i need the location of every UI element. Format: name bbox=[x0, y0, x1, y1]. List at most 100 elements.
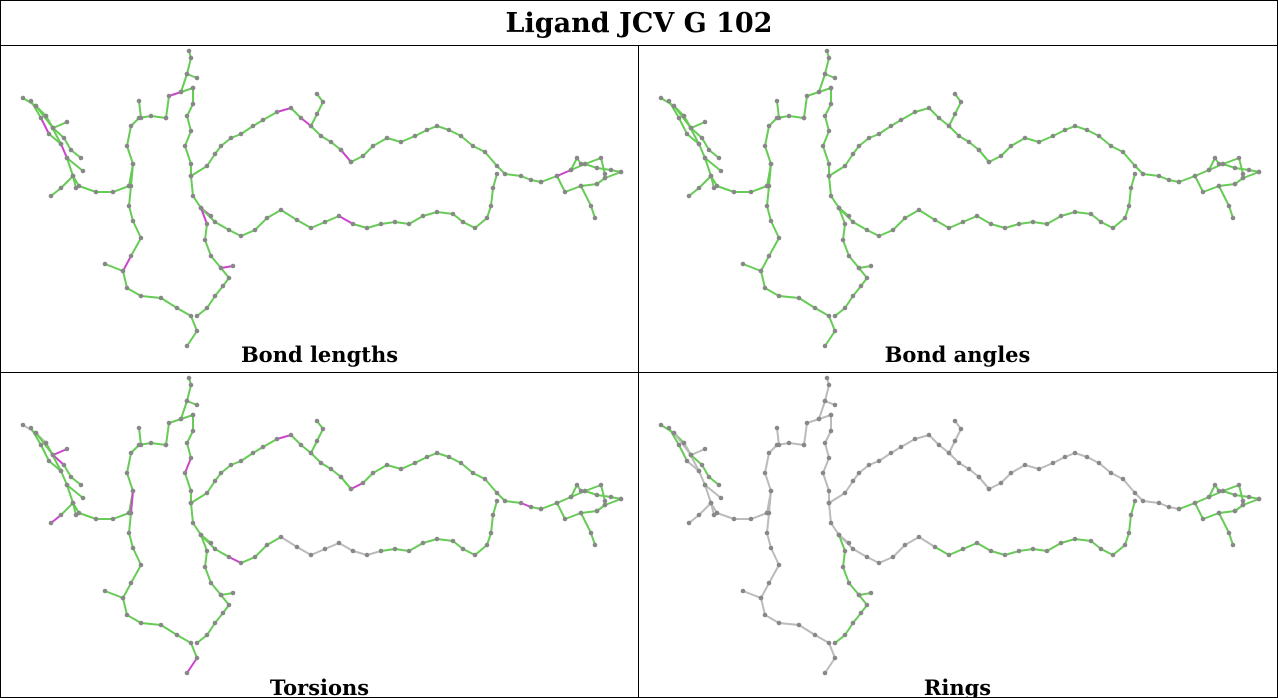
atom bbox=[602, 502, 608, 508]
atom bbox=[764, 203, 770, 209]
atom bbox=[46, 458, 52, 464]
bond bbox=[1004, 223, 1020, 229]
bond bbox=[788, 442, 805, 446]
atom bbox=[714, 183, 720, 189]
bond bbox=[126, 614, 142, 624]
atom bbox=[1236, 155, 1242, 161]
atom bbox=[856, 470, 862, 476]
bond bbox=[184, 130, 192, 147]
atom bbox=[488, 203, 494, 209]
atom bbox=[126, 530, 132, 536]
atom bbox=[952, 438, 958, 444]
atom bbox=[588, 203, 594, 209]
bond bbox=[830, 522, 840, 536]
bond bbox=[798, 624, 816, 636]
atom bbox=[850, 620, 856, 626]
bond bbox=[798, 297, 816, 309]
atom bbox=[966, 466, 972, 472]
atom bbox=[658, 422, 664, 428]
atom bbox=[190, 412, 196, 418]
bond bbox=[556, 169, 572, 177]
atom bbox=[832, 328, 838, 334]
bond bbox=[828, 315, 836, 332]
bond bbox=[1242, 171, 1260, 179]
atom bbox=[102, 261, 108, 267]
bond bbox=[844, 622, 854, 636]
atom bbox=[166, 420, 172, 426]
bond bbox=[776, 100, 780, 119]
atom bbox=[204, 305, 210, 311]
atom bbox=[762, 285, 768, 291]
bond bbox=[1060, 211, 1076, 217]
atom bbox=[776, 562, 782, 568]
bond bbox=[580, 512, 592, 534]
atom bbox=[190, 101, 196, 107]
atom bbox=[952, 111, 958, 117]
atom bbox=[1108, 470, 1114, 476]
atom bbox=[1256, 169, 1262, 175]
atom bbox=[684, 131, 690, 137]
atom bbox=[762, 470, 768, 476]
bond bbox=[698, 143, 706, 159]
atom bbox=[594, 508, 600, 514]
atom bbox=[1156, 173, 1162, 179]
atom bbox=[1072, 209, 1078, 215]
atom bbox=[360, 153, 366, 159]
atom bbox=[230, 590, 236, 596]
atom bbox=[158, 622, 164, 628]
atom bbox=[776, 235, 782, 241]
bond bbox=[1242, 498, 1260, 506]
atom bbox=[124, 470, 130, 476]
bond bbox=[564, 185, 582, 193]
atom bbox=[252, 227, 258, 233]
bond bbox=[1202, 185, 1220, 193]
atom bbox=[1062, 127, 1068, 133]
atom bbox=[706, 147, 712, 153]
atom bbox=[274, 109, 280, 115]
bond bbox=[474, 217, 488, 229]
atom bbox=[988, 221, 994, 227]
atom bbox=[212, 546, 218, 552]
atom bbox=[1088, 211, 1094, 217]
bond bbox=[1142, 500, 1160, 504]
bond bbox=[338, 542, 354, 552]
atom bbox=[318, 460, 324, 466]
bond bbox=[128, 532, 134, 549]
bond bbox=[1194, 175, 1204, 193]
atom bbox=[822, 670, 828, 676]
atom bbox=[602, 175, 608, 181]
bond bbox=[978, 149, 990, 163]
atom bbox=[1206, 494, 1212, 500]
bond bbox=[918, 536, 936, 548]
bond bbox=[768, 237, 780, 257]
atom bbox=[58, 141, 64, 147]
bond bbox=[1122, 151, 1136, 167]
bond bbox=[838, 207, 854, 223]
bond bbox=[838, 207, 846, 225]
bond bbox=[138, 427, 142, 446]
bond bbox=[130, 490, 134, 514]
atom bbox=[866, 462, 872, 468]
bond bbox=[132, 220, 142, 239]
bond bbox=[206, 153, 216, 167]
atom bbox=[61, 135, 67, 141]
bond bbox=[204, 223, 208, 241]
bond bbox=[556, 175, 566, 193]
atom bbox=[20, 95, 26, 101]
atom bbox=[33, 430, 39, 436]
atom bbox=[796, 295, 802, 301]
atom bbox=[260, 444, 266, 450]
atom bbox=[986, 159, 992, 165]
atom bbox=[392, 219, 398, 225]
bond bbox=[460, 462, 474, 474]
atom bbox=[322, 219, 328, 225]
atom bbox=[61, 462, 67, 468]
atom bbox=[490, 185, 496, 191]
bond bbox=[128, 205, 134, 222]
atom bbox=[212, 151, 218, 157]
atom bbox=[1246, 494, 1252, 500]
bond bbox=[186, 330, 198, 347]
bond bbox=[822, 472, 830, 492]
atom bbox=[1226, 530, 1232, 536]
atom bbox=[188, 313, 194, 319]
